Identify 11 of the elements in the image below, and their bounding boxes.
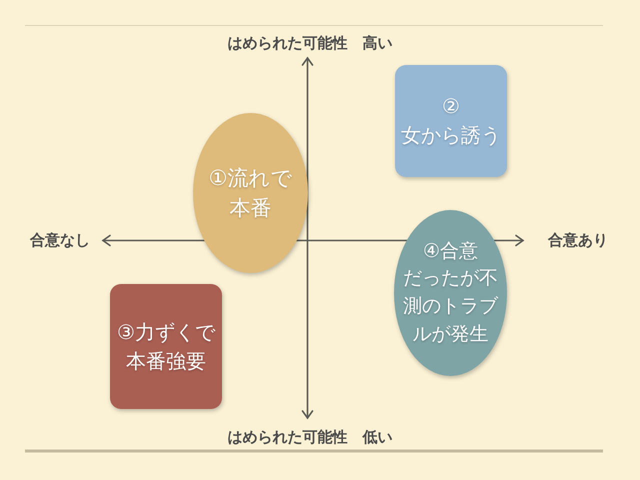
axis-label: はめられた可能性 低い xyxy=(228,428,392,446)
axis-label: 合意あり xyxy=(548,231,608,249)
axis-label: 合意なし xyxy=(30,231,90,249)
node-label: ①流れで本番 xyxy=(208,164,294,222)
rounded-card xyxy=(110,284,222,409)
node-label: ③力ずくで本番強要 xyxy=(116,318,216,374)
rounded-card xyxy=(395,65,507,177)
node-label: ④合意だったが不測のトラブルが発生 xyxy=(402,238,500,347)
circled-number: ② xyxy=(441,93,461,120)
node-label: 女から誘う xyxy=(400,122,502,149)
axis-label: はめられた可能性 高い xyxy=(228,34,392,52)
